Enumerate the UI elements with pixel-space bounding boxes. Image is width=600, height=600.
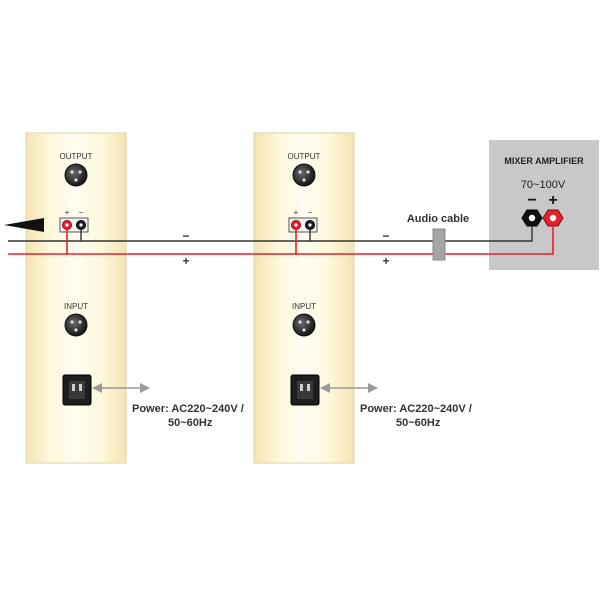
terminal-minus-label: − xyxy=(79,208,84,217)
wire-plus-sign: + xyxy=(182,254,189,268)
speaker-terminal xyxy=(59,217,89,233)
negative-wire xyxy=(8,226,533,242)
amplifier-title: MIXER AMPLIFIER xyxy=(504,156,584,166)
power-arrow-1 xyxy=(92,383,150,393)
positive-wire xyxy=(8,226,554,255)
amplifier-panel xyxy=(489,140,599,270)
speaker-panel xyxy=(253,132,355,464)
input-xlr-connector xyxy=(292,313,316,337)
mixer-amplifier-box: MIXER AMPLIFIER 70~100V − + xyxy=(489,140,599,270)
speaker-unit-1: OUTPUT + − INPUT xyxy=(25,132,127,464)
terminal-plus-label: + xyxy=(294,208,299,217)
amplifier-voltage: 70~100V xyxy=(521,179,566,191)
terminal-minus-label: − xyxy=(308,208,313,217)
power-arrow-2 xyxy=(320,383,378,393)
amplifier-output-terminals xyxy=(521,209,564,227)
power-note-line2: 50~60Hz xyxy=(168,417,213,429)
power-note-line1: Power: AC220~240V / xyxy=(132,403,244,415)
amplifier-minus-label: − xyxy=(527,192,536,209)
speaker-terminal xyxy=(288,217,318,233)
signal-direction-arrow xyxy=(4,218,44,232)
power-inlet-socket xyxy=(62,374,92,406)
audio-cable-plug xyxy=(432,228,446,261)
output-label: OUTPUT xyxy=(288,152,321,161)
power-note-line1: Power: AC220~240V / xyxy=(360,403,472,415)
power-inlet-socket xyxy=(290,374,320,406)
wire-minus-sign: − xyxy=(182,229,189,243)
speaker-unit-2: OUTPUT + − INPUT xyxy=(253,132,355,464)
power-note-line2: 50~60Hz xyxy=(396,417,441,429)
terminal-plus-label: + xyxy=(65,208,70,217)
speaker-panel xyxy=(25,132,127,464)
input-label: INPUT xyxy=(64,302,88,311)
input-label: INPUT xyxy=(292,302,316,311)
amplifier-plus-label: + xyxy=(548,192,557,209)
wire-plus-sign: + xyxy=(382,254,389,268)
output-xlr-connector xyxy=(64,163,88,187)
input-xlr-connector xyxy=(64,313,88,337)
wire-minus-sign: − xyxy=(382,229,389,243)
audio-cable-label: Audio cable xyxy=(407,213,469,225)
output-label: OUTPUT xyxy=(60,152,93,161)
output-xlr-connector xyxy=(292,163,316,187)
